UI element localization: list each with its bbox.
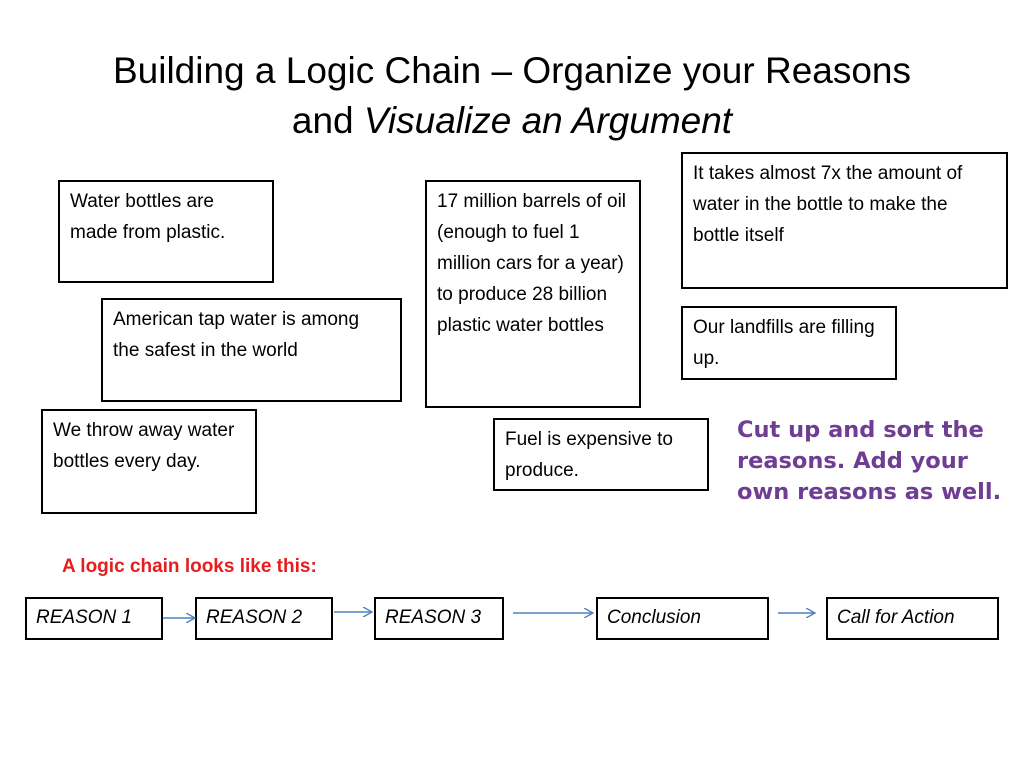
reason-box-throw-away: We throw away water bottles every day. bbox=[41, 409, 257, 514]
reason-text: We throw away water bottles every day. bbox=[53, 420, 235, 472]
chain-step-conclusion: Conclusion bbox=[596, 597, 769, 640]
reason-box-water-amount: It takes almost 7x the amount of water i… bbox=[681, 152, 1008, 289]
logic-chain-label: A logic chain looks like this: bbox=[62, 556, 317, 577]
reason-box-oil-barrels: 17 million barrels of oil (enough to fue… bbox=[425, 180, 641, 408]
reason-box-landfills: Our landfills are filling up. bbox=[681, 306, 897, 380]
title-line-2: and Visualize an Argument bbox=[0, 96, 1024, 146]
instruction-text: Cut up and sort the reasons. Add your ow… bbox=[737, 417, 1002, 505]
reason-text: American tap water is among the safest i… bbox=[113, 309, 360, 361]
chain-step-reason-3: REASON 3 bbox=[374, 597, 504, 640]
chain-step-reason-1: REASON 1 bbox=[25, 597, 163, 640]
reason-text: 17 million barrels of oil (enough to fue… bbox=[437, 191, 627, 336]
reason-text: Our landfills are filling up. bbox=[693, 317, 875, 369]
page-title: Building a Logic Chain – Organize your R… bbox=[0, 46, 1024, 146]
reason-box-water-bottles: Water bottles are made from plastic. bbox=[58, 180, 274, 283]
chain-step-reason-2: REASON 2 bbox=[195, 597, 333, 640]
reason-text: It takes almost 7x the amount of water i… bbox=[693, 163, 963, 246]
title-line-2-italic: Visualize an Argument bbox=[363, 100, 733, 141]
reason-box-tap-water: American tap water is among the safest i… bbox=[101, 298, 402, 402]
chain-step-call-for-action: Call for Action bbox=[826, 597, 999, 640]
reason-box-fuel-expensive: Fuel is expensive to produce. bbox=[493, 418, 709, 491]
reason-text: Fuel is expensive to produce. bbox=[505, 429, 673, 481]
title-line-1: Building a Logic Chain – Organize your R… bbox=[112, 50, 912, 91]
reason-text: Water bottles are made from plastic. bbox=[70, 191, 226, 243]
title-line-2-prefix: and bbox=[291, 100, 364, 141]
